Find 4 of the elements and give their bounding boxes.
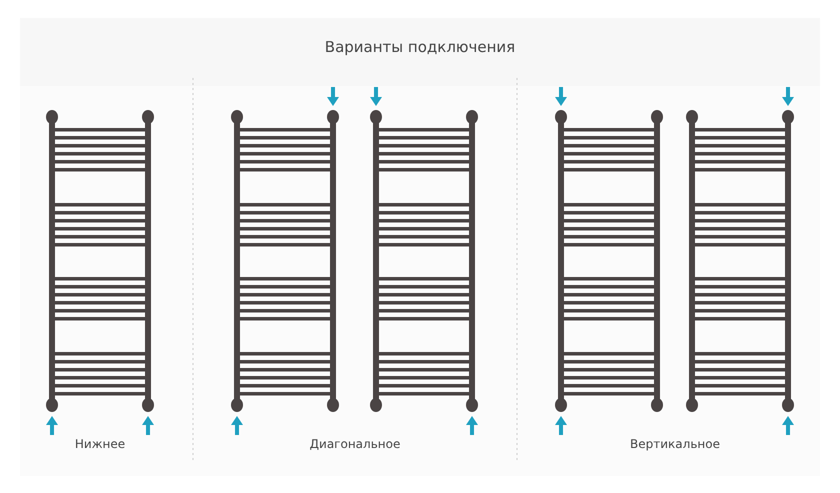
variant-label: Нижнее — [74, 437, 126, 451]
variant-label: Вертикальное — [629, 437, 721, 451]
diagram-title: Варианты подключения — [324, 38, 516, 56]
variant-label: Диагональное — [308, 437, 402, 451]
